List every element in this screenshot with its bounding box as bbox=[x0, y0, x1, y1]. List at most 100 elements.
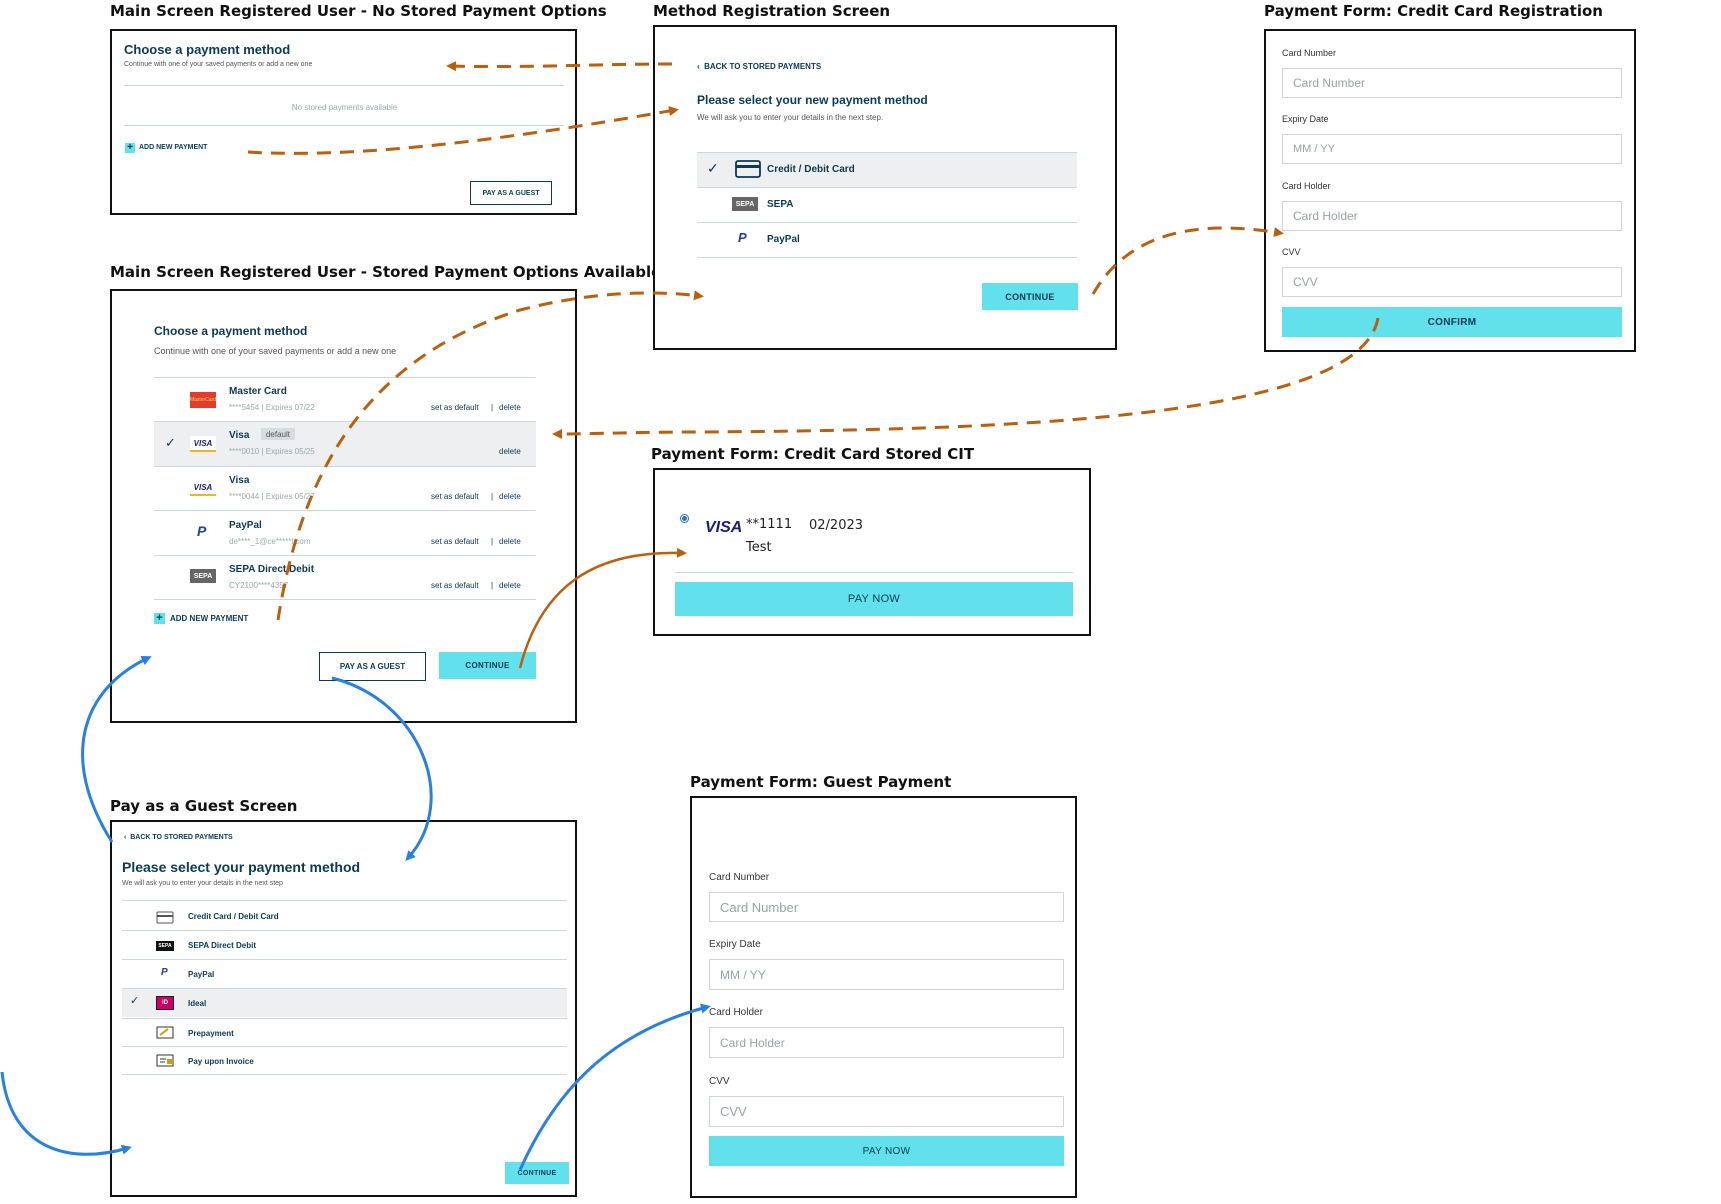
card-expiry: 02/2023 bbox=[809, 518, 864, 533]
heading: Please select your payment method bbox=[122, 859, 361, 875]
delete-link[interactable]: delete bbox=[499, 537, 521, 546]
continue-button[interactable]: CONTINUE bbox=[982, 283, 1078, 310]
divider bbox=[154, 599, 536, 600]
stored-item-detail: de****_1@ce*****l.com bbox=[229, 537, 311, 546]
screen-stored-available: Choose a payment method Continue with on… bbox=[110, 289, 577, 723]
title-stored-available: Main Screen Registered User - Stored Pay… bbox=[110, 263, 662, 281]
method-label-card: Credit / Debit Card bbox=[767, 164, 855, 175]
set-default-link[interactable]: set as default bbox=[431, 403, 479, 412]
divider bbox=[124, 125, 564, 126]
default-badge: default bbox=[261, 428, 295, 440]
radio-selected[interactable] bbox=[680, 514, 689, 523]
heading: Choose a payment method bbox=[124, 42, 291, 57]
credit-card-icon bbox=[735, 160, 761, 178]
stored-item-detail: ****5454 | Expires 07/22 bbox=[229, 403, 315, 412]
card-number-input[interactable]: Card Number bbox=[1282, 68, 1622, 98]
back-link[interactable]: ‹ BACK TO STORED PAYMENTS bbox=[124, 834, 233, 841]
plus-icon: + bbox=[125, 143, 135, 153]
pipe-separator: | bbox=[491, 581, 494, 590]
cvv-input[interactable]: CVV bbox=[1282, 267, 1622, 297]
paypal-icon: P bbox=[161, 967, 168, 978]
chevron-left-icon: ‹ bbox=[124, 834, 127, 841]
label-card-number: Card Number bbox=[709, 872, 770, 883]
card-number-input[interactable]: Card Number bbox=[709, 892, 1064, 922]
back-link[interactable]: ‹ BACK TO STORED PAYMENTS bbox=[697, 62, 821, 71]
method-label[interactable]: SEPA Direct Debit bbox=[188, 941, 257, 950]
expiry-input[interactable]: MM / YY bbox=[1282, 134, 1622, 164]
heading: Please select your new payment method bbox=[697, 93, 928, 107]
delete-link[interactable]: delete bbox=[499, 492, 521, 501]
checkmark-icon: ✓ bbox=[165, 435, 176, 450]
expiry-input[interactable]: MM / YY bbox=[709, 959, 1064, 990]
label-expiry: Expiry Date bbox=[709, 939, 761, 950]
cvv-input[interactable]: CVV bbox=[709, 1096, 1064, 1127]
pay-now-button[interactable]: PAY NOW bbox=[675, 582, 1073, 616]
title-method-registration: Method Registration Screen bbox=[653, 2, 891, 20]
continue-button[interactable]: CONTINUE bbox=[439, 652, 536, 679]
stored-item-name: Visa bbox=[229, 430, 250, 441]
divider bbox=[697, 257, 1077, 258]
divider bbox=[697, 222, 1077, 223]
title-guest: Pay as a Guest Screen bbox=[110, 797, 298, 815]
card-holder-input[interactable]: Card Holder bbox=[709, 1027, 1064, 1058]
pay-as-guest-button[interactable]: PAY AS A GUEST bbox=[470, 181, 552, 205]
method-label[interactable]: PayPal bbox=[188, 970, 215, 979]
method-row-selected[interactable] bbox=[122, 989, 567, 1017]
screen-cc-stored: VISA **1111 02/2023 Test PAY NOW bbox=[653, 468, 1091, 636]
stored-item-name: Master Card bbox=[229, 386, 287, 397]
set-default-link[interactable]: set as default bbox=[431, 537, 479, 546]
method-label: Ideal bbox=[188, 999, 207, 1008]
divider bbox=[697, 187, 1077, 188]
paypal-icon: P bbox=[738, 230, 747, 245]
screen-guest: ‹ BACK TO STORED PAYMENTS Please select … bbox=[110, 820, 577, 1197]
method-label-sepa[interactable]: SEPA bbox=[767, 199, 794, 210]
divider bbox=[122, 1046, 567, 1047]
label-expiry: Expiry Date bbox=[1282, 114, 1329, 124]
card-holder: Test bbox=[746, 540, 772, 555]
card-holder-input[interactable]: Card Holder bbox=[1282, 201, 1622, 231]
title-cc-registration: Payment Form: Credit Card Registration bbox=[1264, 2, 1603, 20]
delete-link[interactable]: delete bbox=[499, 403, 521, 412]
confirm-button[interactable]: CONFIRM bbox=[1282, 307, 1622, 337]
method-label-paypal[interactable]: PayPal bbox=[767, 234, 800, 245]
divider bbox=[124, 85, 564, 86]
visa-logo: VISA bbox=[705, 519, 743, 536]
pipe-separator: | bbox=[491, 537, 494, 546]
back-label: BACK TO STORED PAYMENTS bbox=[130, 834, 233, 841]
label-cvv: CVV bbox=[709, 1076, 730, 1087]
stored-item-detail: CY2100****4357 bbox=[229, 581, 289, 590]
paypal-icon: P bbox=[197, 523, 207, 539]
divider bbox=[122, 900, 567, 901]
mastercard-icon: MasterCard bbox=[190, 392, 216, 408]
add-new-payment-link[interactable]: ADD NEW PAYMENT bbox=[139, 144, 208, 151]
visa-icon: VISA bbox=[190, 436, 216, 452]
label-card-number: Card Number bbox=[1282, 48, 1337, 58]
stored-item-name: Visa bbox=[229, 475, 250, 486]
method-label[interactable]: Prepayment bbox=[188, 1029, 234, 1038]
method-label[interactable]: Credit Card / Debit Card bbox=[188, 912, 279, 921]
pay-as-guest-button[interactable]: PAY AS A GUEST bbox=[319, 652, 426, 681]
heading: Choose a payment method bbox=[154, 324, 308, 338]
pay-now-button[interactable]: PAY NOW bbox=[709, 1136, 1064, 1166]
pipe-separator: | bbox=[491, 403, 494, 412]
set-default-link[interactable]: set as default bbox=[431, 492, 479, 501]
sepa-icon: SEPA bbox=[156, 941, 174, 951]
set-default-link[interactable]: set as default bbox=[431, 581, 479, 590]
title-cc-stored: Payment Form: Credit Card Stored CIT bbox=[651, 445, 975, 463]
back-label: BACK TO STORED PAYMENTS bbox=[704, 62, 822, 71]
stored-item-detail: ****0044 | Expires 05/27 bbox=[229, 492, 315, 501]
delete-link[interactable]: delete bbox=[499, 581, 521, 590]
label-card-holder: Card Holder bbox=[1282, 181, 1331, 191]
empty-message: No stored payments available bbox=[291, 103, 398, 112]
divider bbox=[675, 572, 1073, 573]
continue-button[interactable]: CONTINUE bbox=[505, 1162, 569, 1184]
stored-item-name: PayPal bbox=[229, 520, 262, 531]
method-label[interactable]: Pay upon Invoice bbox=[188, 1057, 254, 1066]
subheading: Continue with one of your saved payments… bbox=[154, 346, 397, 356]
radio-dot bbox=[682, 516, 687, 521]
delete-link[interactable]: delete bbox=[499, 447, 521, 456]
title-guest-form: Payment Form: Guest Payment bbox=[690, 773, 952, 791]
screen-guest-form: Card Number Card Number Expiry Date MM /… bbox=[690, 796, 1077, 1198]
subheading: We will ask you to enter your details in… bbox=[122, 880, 283, 887]
add-new-payment-link[interactable]: ADD NEW PAYMENT bbox=[170, 614, 249, 623]
